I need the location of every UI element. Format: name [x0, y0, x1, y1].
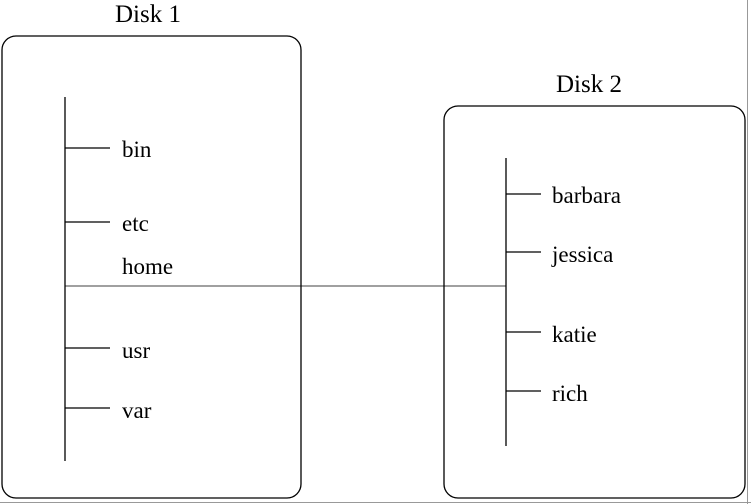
dir-label-var: var: [122, 398, 152, 423]
dir-label-home: home: [122, 254, 174, 279]
disk2-title: Disk 2: [556, 71, 622, 98]
disk1-box: [1, 35, 302, 499]
dir-label-usr: usr: [122, 338, 151, 363]
dir-label-jessica: jessica: [552, 242, 614, 267]
dir-label-rich: rich: [552, 381, 588, 406]
dir-label-bin: bin: [122, 137, 152, 162]
dir-label-barbara: barbara: [552, 183, 621, 208]
dir-label-etc: etc: [122, 211, 149, 236]
dir-label-katie: katie: [552, 322, 597, 347]
disk1-title: Disk 1: [115, 1, 181, 28]
disk2-box: [443, 105, 746, 499]
